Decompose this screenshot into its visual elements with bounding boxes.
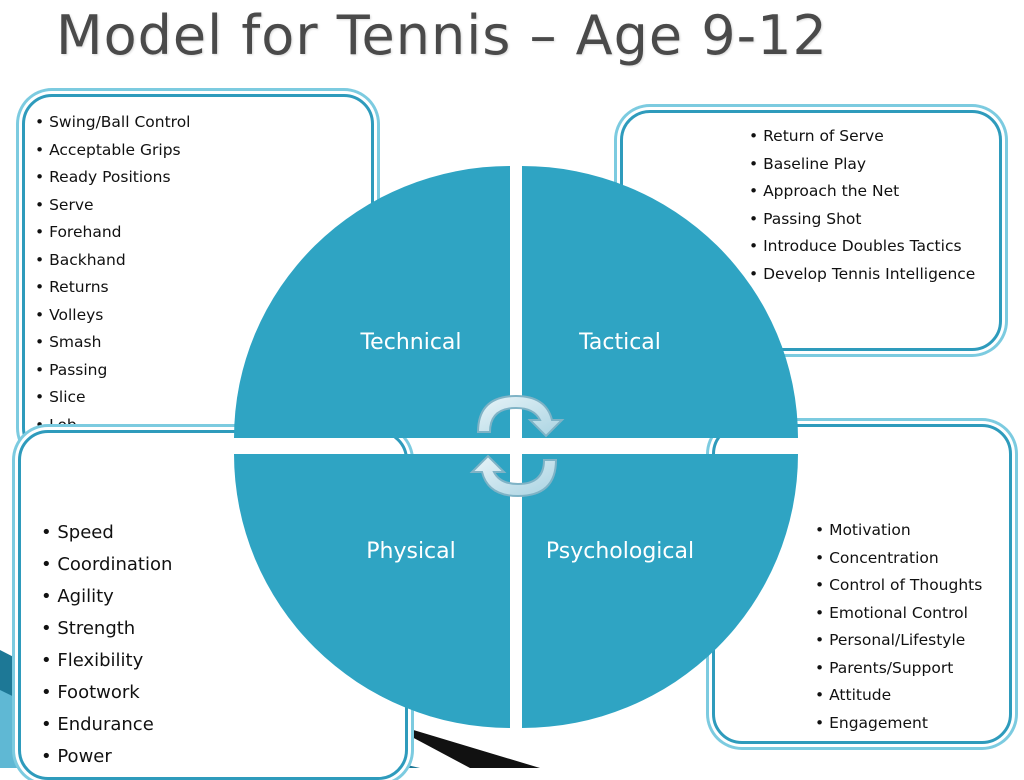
list-item: Approach the Net <box>749 178 975 206</box>
list-item: Power <box>41 741 172 773</box>
list-item: Parents/Support <box>815 655 982 683</box>
list-item: Concentration <box>815 545 982 573</box>
list-item: Ready Positions <box>35 164 191 192</box>
list-item: Passing <box>35 357 191 385</box>
page-title: Model for Tennis – Age 9-12 <box>56 4 828 67</box>
physical-box: Speed Coordination Agility Strength Flex… <box>18 430 408 780</box>
list-item: Control of Thoughts <box>815 572 982 600</box>
list-item: Smash <box>35 329 191 357</box>
list-item: Swing/Ball Control <box>35 109 190 137</box>
list-item: Motivation <box>815 517 982 545</box>
quadrant-label-physical: Physical <box>366 539 456 564</box>
list-item: Flexibility <box>41 645 172 677</box>
list-item: Slice <box>35 384 191 412</box>
list-item: Develop Tennis Intelligence <box>749 261 975 289</box>
list-item: Return of Serve <box>749 123 975 151</box>
list-item: Volleys <box>35 302 191 330</box>
list-item: Endurance <box>41 709 172 741</box>
quadrant-label-psychological: Psychological <box>546 539 694 564</box>
quadrant-tactical <box>522 166 798 438</box>
psychological-list: Motivation Concentration Control of Thou… <box>815 517 982 737</box>
quadrant-label-tactical: Tactical <box>578 330 661 355</box>
quadrant-physical <box>234 454 510 728</box>
list-item: Agility <box>41 581 172 613</box>
quadrant-psychological <box>522 454 798 728</box>
list-item: Strength <box>41 613 172 645</box>
cycle-arrows-icon <box>469 394 565 498</box>
technical-list: Swing/Ball Control Acceptable Grips Read… <box>35 109 191 440</box>
list-item: Emotional Control <box>815 600 982 628</box>
list-item: Personal/Lifestyle <box>815 627 982 655</box>
list-item: Engagement <box>815 710 982 738</box>
list-item: Baseline Play <box>749 151 975 179</box>
list-item: Acceptable Grips <box>35 137 191 165</box>
list-item: Forehand <box>35 219 191 247</box>
list-item: Serve <box>35 192 191 220</box>
list-item: Lob <box>35 412 191 440</box>
quadrant-label-technical: Technical <box>359 330 461 355</box>
list-item: Coordination <box>41 549 172 581</box>
list-item: Speed <box>41 517 172 549</box>
quadrant-technical <box>234 166 510 438</box>
physical-list: Speed Coordination Agility Strength Flex… <box>41 517 172 773</box>
list-item: Footwork <box>41 677 172 709</box>
list-item: Introduce Doubles Tactics <box>749 233 975 261</box>
list-item: Returns <box>35 274 191 302</box>
list-item: Attitude <box>815 682 982 710</box>
list-item: Passing Shot <box>749 206 975 234</box>
tactical-list: Return of Serve Baseline Play Approach t… <box>749 123 975 288</box>
list-item: Backhand <box>35 247 191 275</box>
